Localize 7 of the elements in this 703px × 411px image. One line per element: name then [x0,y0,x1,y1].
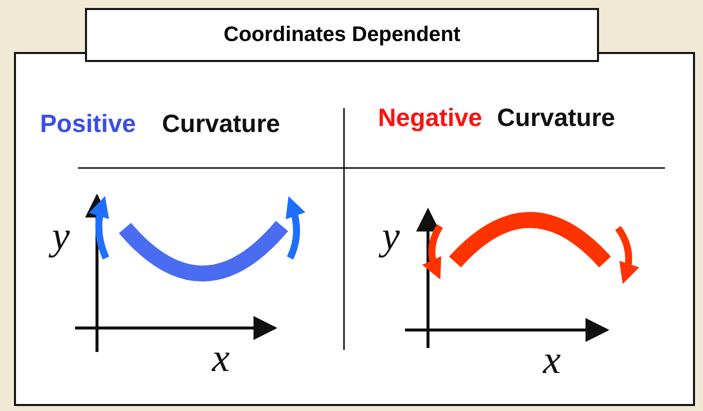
axis-label: x [212,334,230,381]
axis-label: x [543,336,561,383]
heading-word: Negative [378,104,482,133]
title: Coordinates Dependent [85,8,599,62]
heading-word: Curvature [162,110,280,139]
heading-word: Curvature [497,104,616,133]
heading-word: Positive [40,110,136,139]
